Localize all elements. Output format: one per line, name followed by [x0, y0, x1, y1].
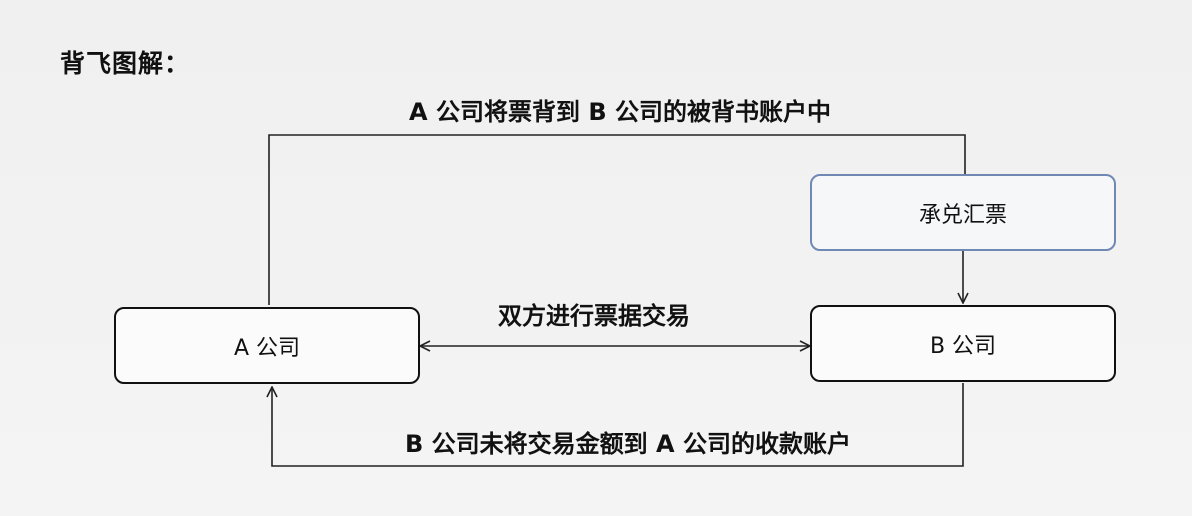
bottom-flow-line	[272, 383, 964, 467]
company-a-node: A 公司	[114, 307, 420, 384]
middle-flow-label: 双方进行票据交易	[498, 302, 690, 330]
bottom-flow-label: B 公司未将交易金额到 A 公司的收款账户	[405, 430, 851, 458]
top-flow-line	[268, 134, 966, 305]
company-b-node: B 公司	[810, 305, 1116, 382]
diagram-title: 背飞图解：	[60, 49, 191, 78]
top-flow-label: A 公司将票背到 B 公司的被背书账户中	[409, 98, 831, 126]
bill-node: 承兑汇票	[810, 174, 1116, 251]
